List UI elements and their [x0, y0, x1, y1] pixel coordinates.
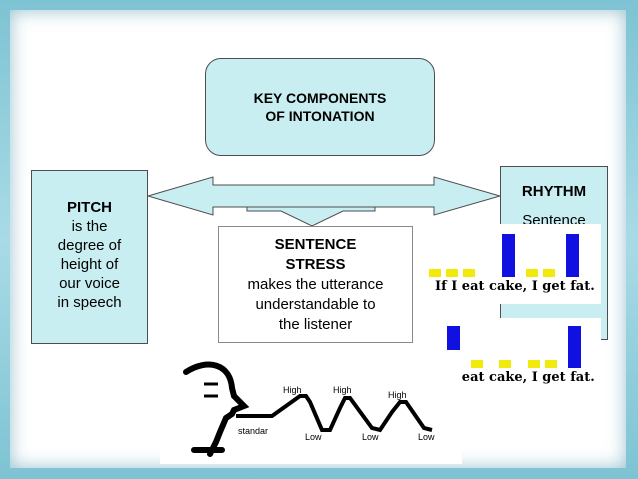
beat-bar [471, 360, 483, 368]
contour-label: Low [418, 432, 435, 442]
title-line-2: OF INTONATION [265, 108, 375, 124]
beat-bar [545, 360, 557, 368]
stress-line-1: makes the utterance [247, 276, 384, 293]
rhythm-bars-1 [429, 234, 579, 277]
pitch-line-1: is the [71, 218, 108, 235]
pitch-box: PITCH is the degree of height of our voi… [31, 170, 148, 344]
rhythm-heading: RHYTHM [521, 183, 587, 200]
pitch-contour-illustration: High High High Low Low Low standar [160, 350, 462, 464]
stress-bar [566, 234, 579, 277]
head-profile-icon [183, 361, 250, 457]
head-and-contour: High High High Low Low Low standar [183, 361, 435, 457]
stress-heading-2: STRESS [285, 256, 346, 273]
contour-label: standar [238, 426, 268, 436]
rhythm-example-1: If I eat cake, I get fat. [425, 224, 601, 304]
beat-bar [528, 360, 540, 368]
stress-bar [568, 326, 581, 368]
stress-line-3: the listener [278, 316, 353, 333]
contour-label: High [333, 385, 352, 395]
beat-bar [499, 360, 511, 368]
beat-bar [446, 269, 458, 277]
title-box: KEY COMPONENTS OF INTONATION [205, 58, 435, 156]
pitch-line-5: in speech [57, 294, 122, 311]
pitch-contour-line [236, 394, 433, 433]
contour-label: Low [362, 432, 379, 442]
pitch-heading: PITCH [67, 199, 112, 216]
beat-bar [543, 269, 555, 277]
pitch-line-2: degree of [57, 237, 122, 254]
pitch-line-3: height of [60, 256, 119, 273]
contour-label: High [388, 390, 407, 400]
sentence-stress-box: SENTENCE STRESS makes the utterance unde… [218, 226, 413, 343]
rhythm-sentence-2: If I eat cake, I get fat. [435, 370, 595, 385]
beat-bar [429, 269, 441, 277]
contour-label: Low [305, 432, 322, 442]
rhythm-sentence-1: If I eat cake, I get fat. [435, 279, 595, 294]
beat-bar [463, 269, 475, 277]
stress-bar [502, 234, 515, 277]
down-arrow [246, 206, 376, 227]
stress-heading-1: SENTENCE [274, 236, 357, 253]
stress-line-2: understandable to [255, 296, 376, 313]
contour-label: High [283, 385, 302, 395]
beat-bar [526, 269, 538, 277]
pitch-line-4: our voice [59, 275, 120, 292]
title-line-1: KEY COMPONENTS [253, 90, 387, 106]
